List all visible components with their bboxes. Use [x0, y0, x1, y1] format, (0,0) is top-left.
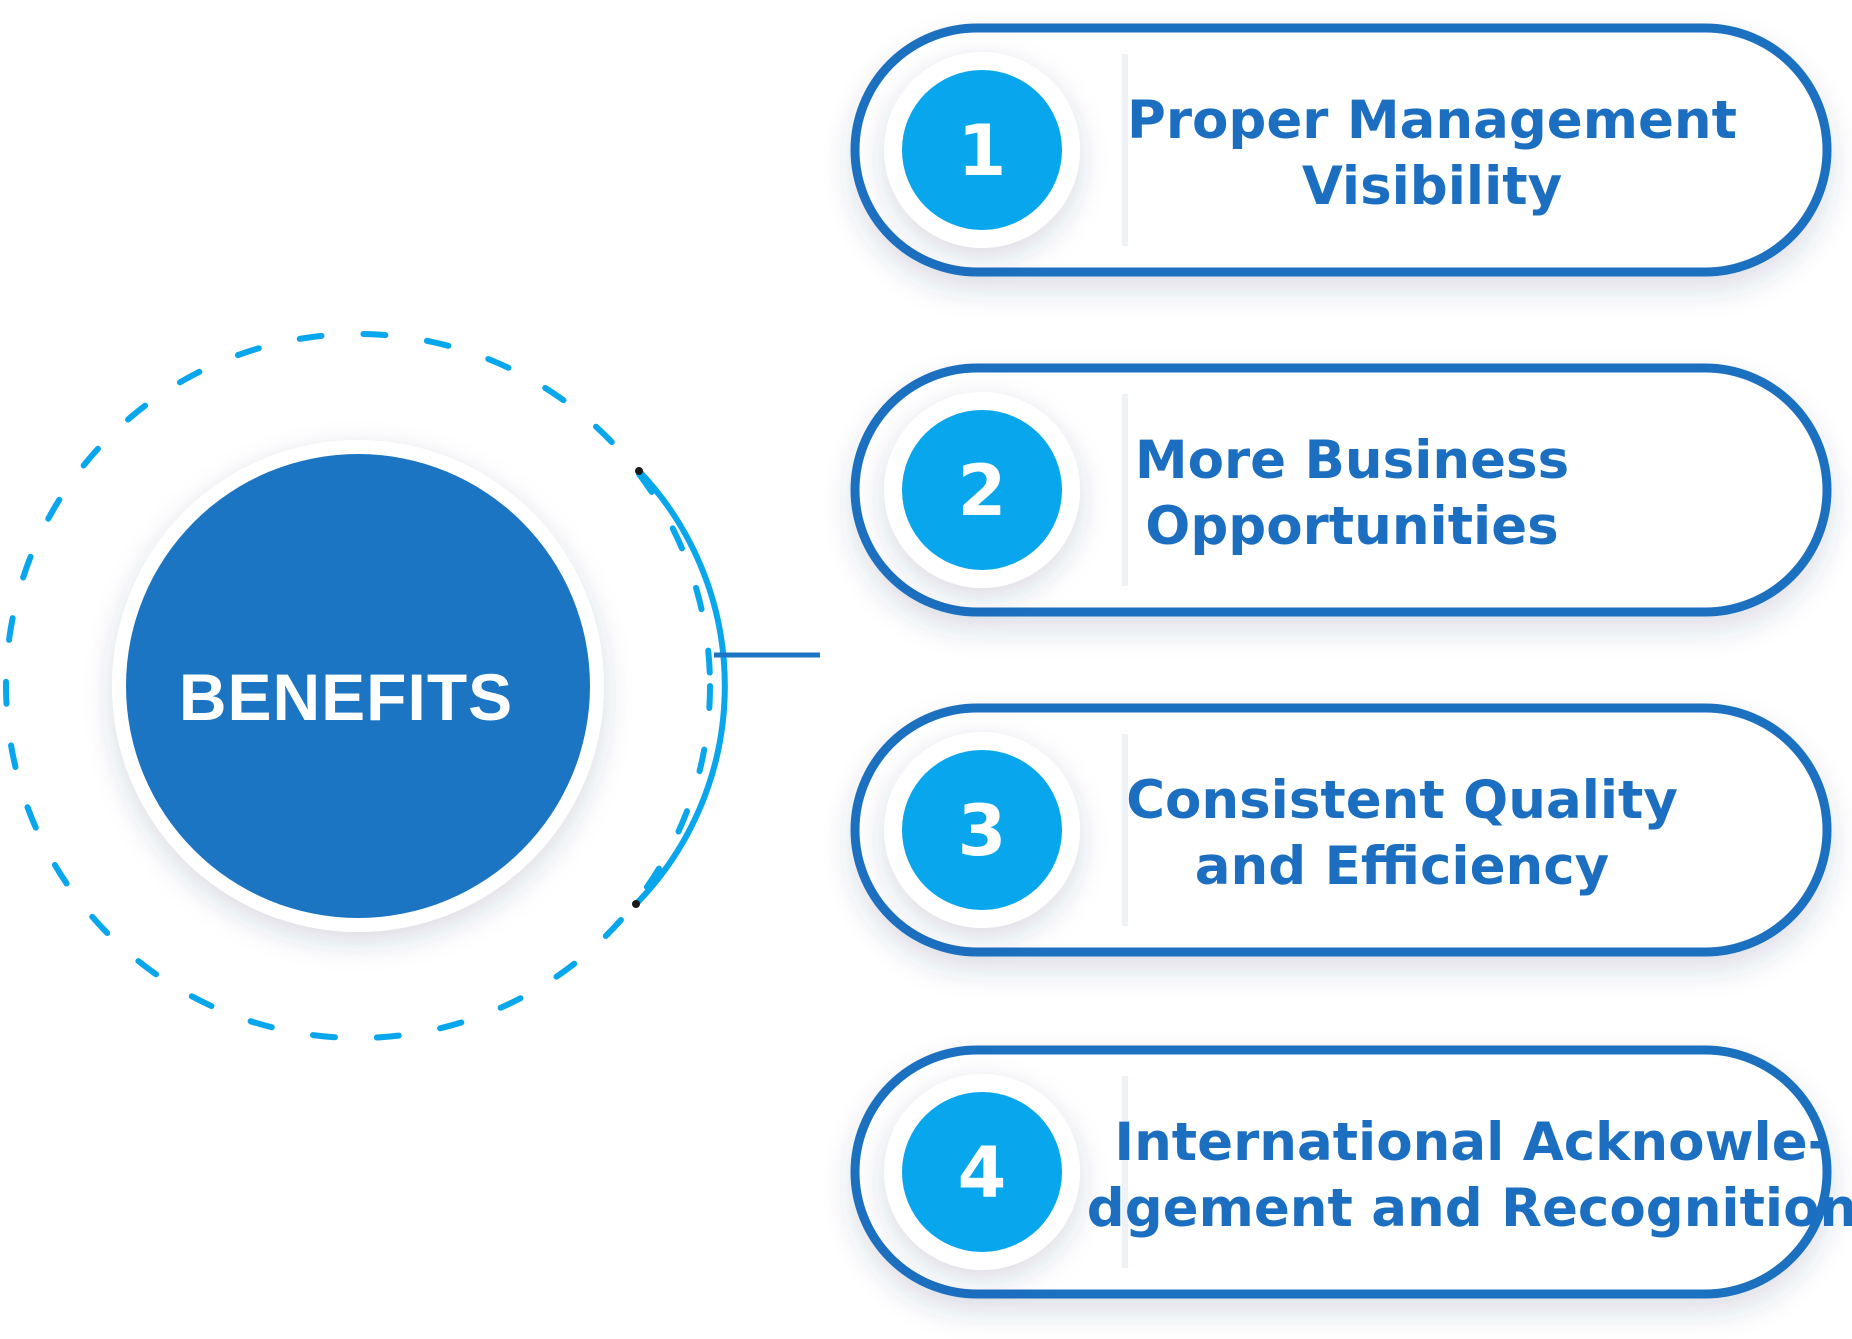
benefit-text-line: Opportunities — [1145, 496, 1558, 557]
number-badge — [902, 1092, 1062, 1252]
benefit-text-line: More Business — [1135, 430, 1569, 491]
number-label: 3 — [958, 790, 1007, 872]
connector-arc — [633, 467, 728, 907]
benefit-pill — [850, 703, 1832, 957]
number-label: 1 — [958, 110, 1007, 192]
arc-end-dot-top — [635, 467, 643, 475]
center-circle — [126, 454, 590, 918]
number-label: 2 — [958, 450, 1007, 532]
benefit-text-line: dgement and Recognition — [1087, 1178, 1852, 1239]
center-node: BENEFITS — [112, 440, 604, 932]
pill-divider — [1122, 734, 1128, 926]
center-label: BENEFITS — [179, 660, 513, 734]
benefit-pill — [850, 1045, 1832, 1299]
benefit-text-line: Consistent Quality — [1126, 770, 1678, 831]
pill-divider — [1122, 394, 1128, 586]
number-badge — [902, 70, 1062, 230]
pill-divider — [1122, 54, 1128, 246]
benefit-text-line: International Acknowle- — [1114, 1112, 1829, 1173]
arc-end-dot-bottom — [632, 900, 640, 908]
benefit-text-line: Proper Management — [1127, 90, 1737, 151]
number-badge — [902, 410, 1062, 570]
number-label: 4 — [958, 1132, 1007, 1214]
pill-divider — [1122, 1076, 1128, 1268]
benefit-item-4: 4 International Acknowle-dgement and Reco… — [850, 1045, 1852, 1299]
benefit-text-line: and Efficiency — [1195, 836, 1609, 897]
number-badge — [902, 750, 1062, 910]
dashed-outer-ring — [3, 331, 713, 1041]
benefit-pill — [850, 23, 1832, 277]
benefit-text-line: Visibility — [1302, 156, 1562, 217]
benefit-pill — [850, 363, 1832, 617]
